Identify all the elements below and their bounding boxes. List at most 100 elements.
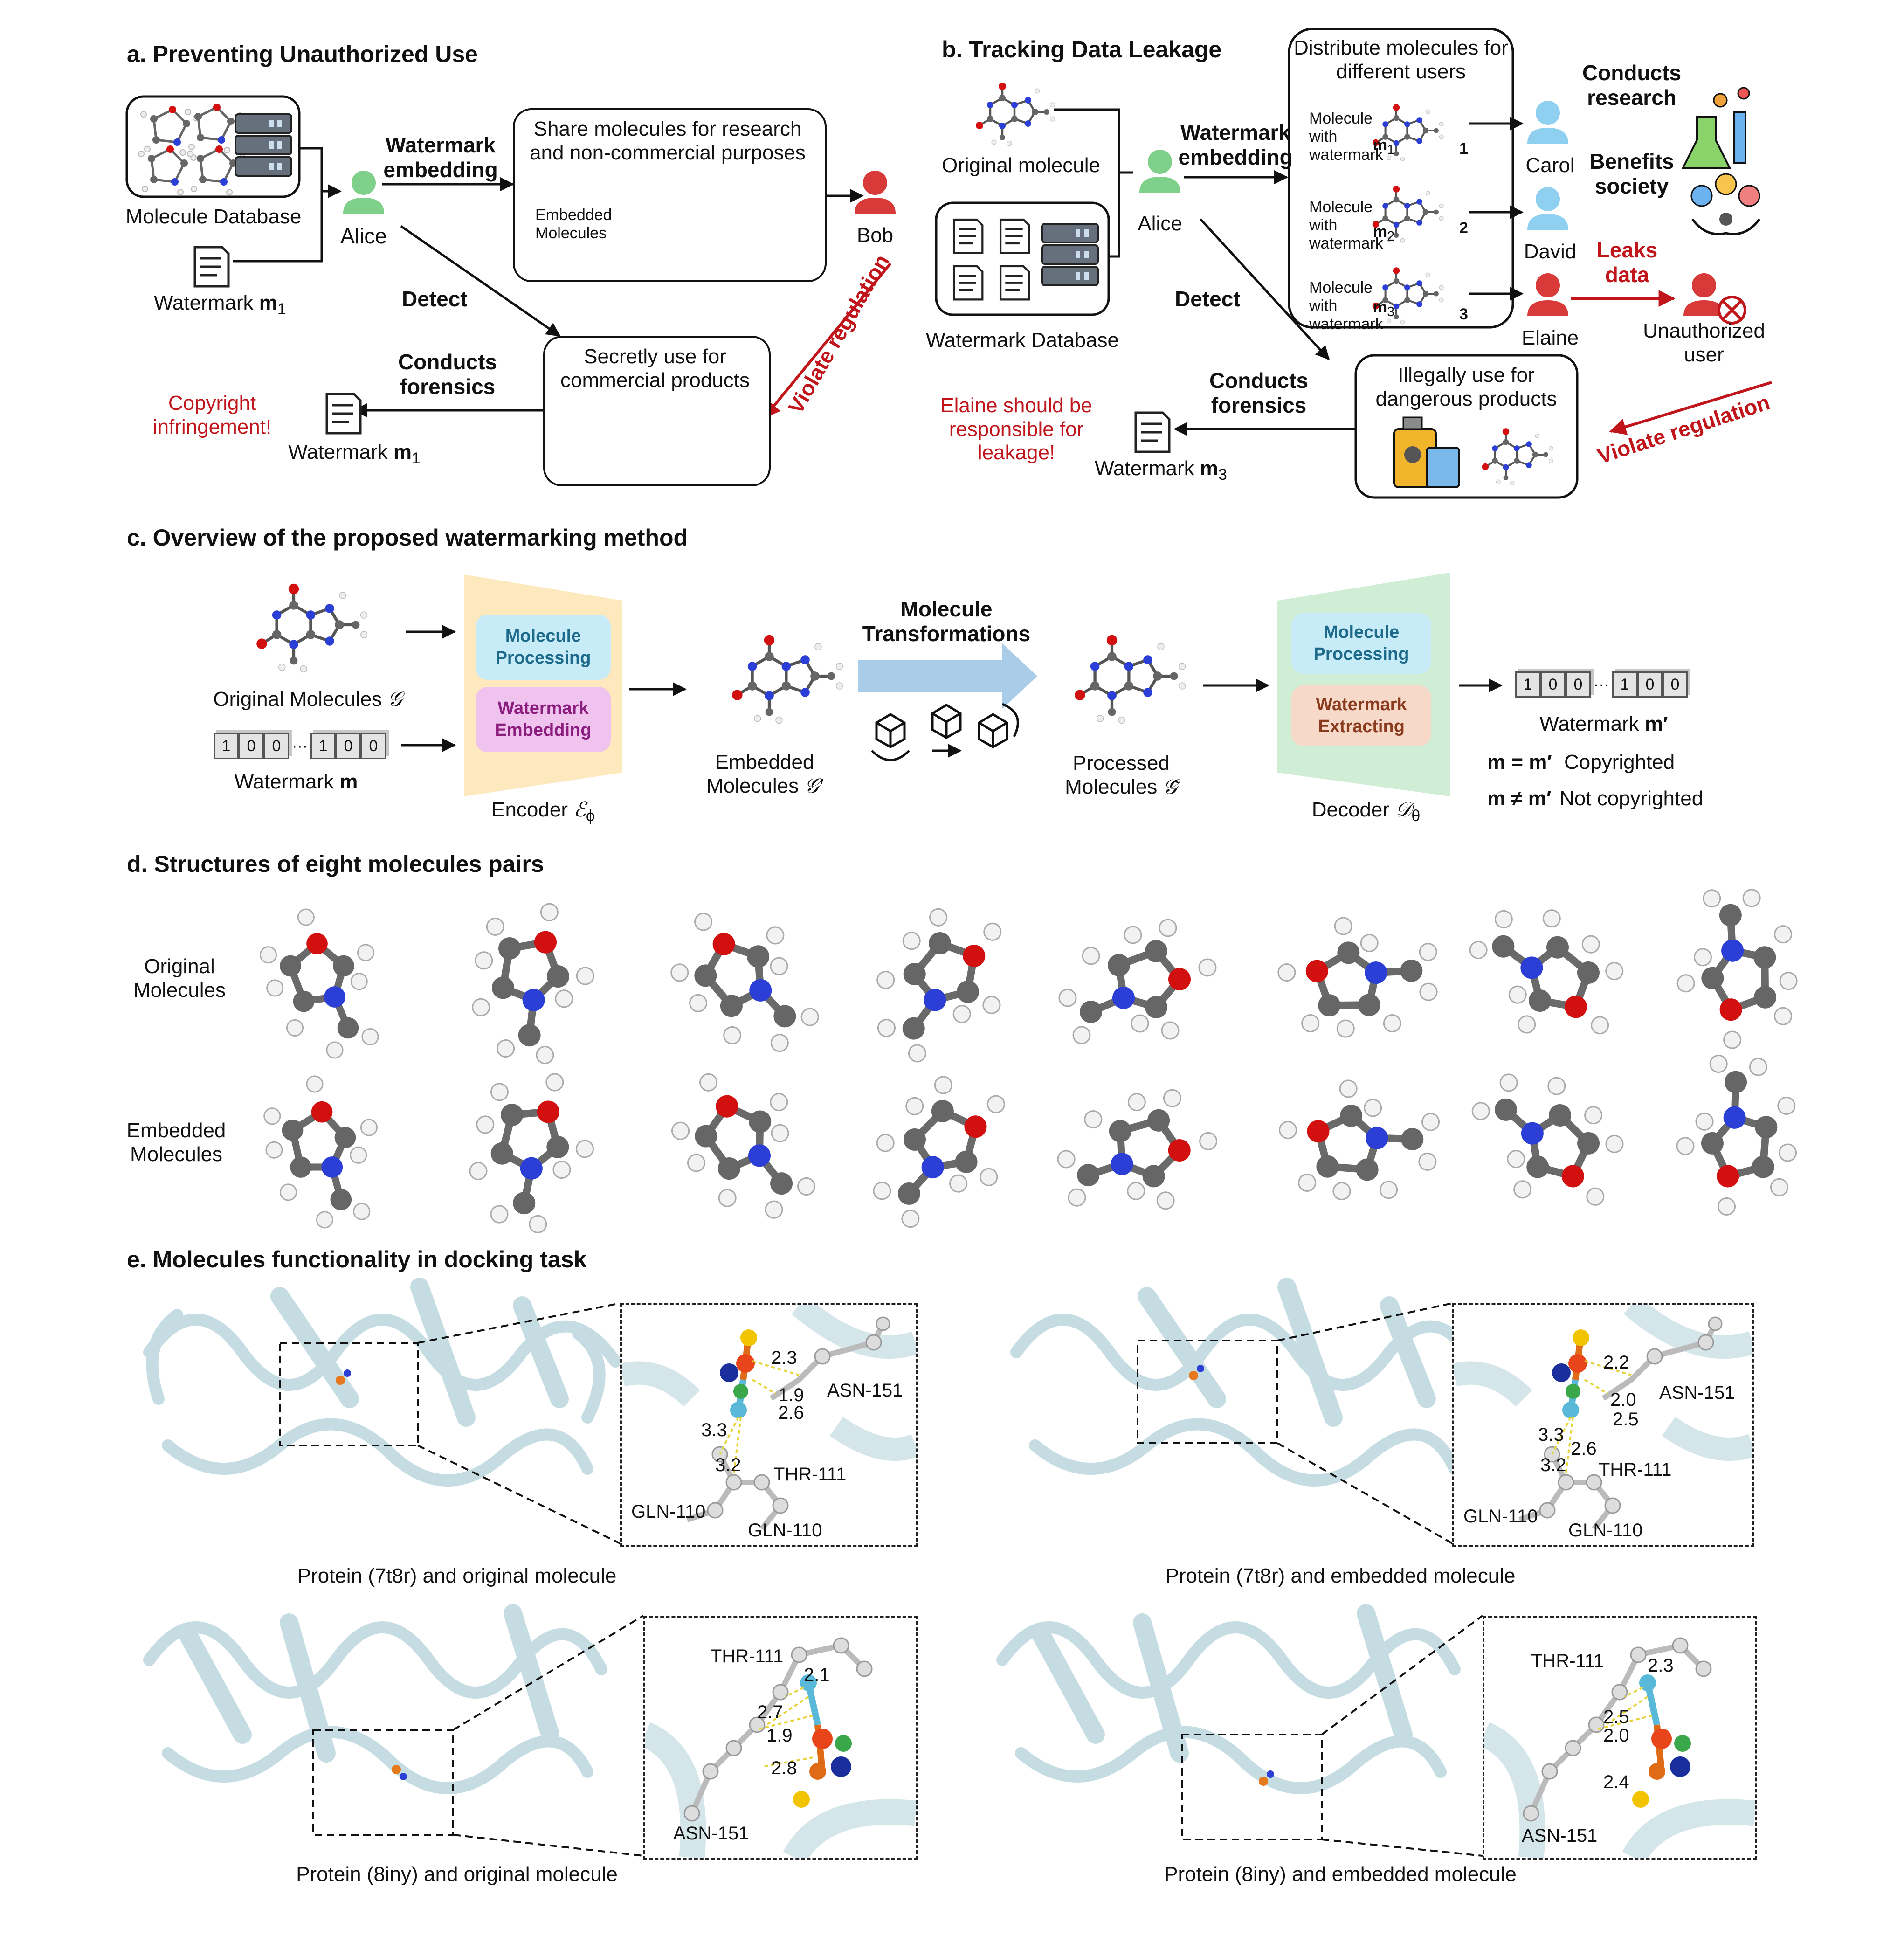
protein-8iny-embedded bbox=[996, 1604, 1461, 1794]
watermark-database-label: Watermark Database bbox=[925, 329, 1119, 352]
mol-wm-2: Molecule with watermark bbox=[1309, 198, 1383, 253]
panel-b-title: b. Tracking Data Leakage bbox=[942, 36, 1222, 62]
share-text: Share molecules for research and non-com… bbox=[530, 118, 806, 164]
illegal-use-text: Illegally use for dangerous products bbox=[1375, 364, 1557, 410]
res-1-2: THR-111 bbox=[773, 1464, 847, 1485]
protein-7t8r-original bbox=[143, 1278, 621, 1487]
dist-3-1: 2.1 bbox=[804, 1665, 830, 1685]
not-equal-label: m ≠ m′ bbox=[1487, 787, 1552, 810]
dist-2-3: 2.5 bbox=[1613, 1409, 1639, 1430]
dist-3-3: 1.9 bbox=[766, 1725, 793, 1746]
mol-wm-1-m: m1 bbox=[1373, 136, 1394, 157]
detect-b-label: Detect bbox=[1175, 287, 1241, 311]
watermark-m-label: Watermark m bbox=[234, 770, 358, 793]
mol-wm-1-idx: 1 bbox=[1459, 140, 1468, 158]
protein-7t8r-embedded bbox=[1010, 1278, 1479, 1487]
benefits-society: Benefits society bbox=[1589, 149, 1674, 198]
society-icon bbox=[1690, 173, 1760, 235]
equal-label: m = m′ bbox=[1487, 751, 1552, 774]
conducts-research: Conducts research bbox=[1582, 61, 1682, 110]
mol-wm-3-idx: 3 bbox=[1459, 305, 1468, 323]
dist-3-2: 2.7 bbox=[757, 1702, 783, 1722]
inset-7t8r-original: 2.3 1.9 2.6 3.3 3.2 ASN-151 THR-111 GLN-… bbox=[620, 1303, 918, 1547]
embedded-molecules-c: Embedded Molecules 𝒢′ bbox=[706, 751, 823, 797]
res-2-2: THR-111 bbox=[1599, 1459, 1672, 1480]
leaks-data: Leaks data bbox=[1596, 238, 1658, 287]
watermark-m1-label: Watermark m1 bbox=[154, 291, 286, 318]
inset-8iny-embedded: THR-111 2.3 2.5 2.0 2.4 ASN-151 bbox=[1483, 1616, 1757, 1860]
transform-icons bbox=[871, 703, 1019, 761]
detect-label: Detect bbox=[402, 287, 468, 311]
watermark-m-prime: Watermark m′ bbox=[1539, 712, 1668, 735]
caption-8iny-embedded: Protein (8iny) and embedded molecule bbox=[1164, 1863, 1517, 1886]
res-1-3: GLN-110 bbox=[631, 1501, 706, 1522]
mol-wm-1: Molecule with watermark bbox=[1309, 110, 1383, 164]
dist-4-4: 2.4 bbox=[1603, 1772, 1629, 1792]
original-molecule-label: Original molecule bbox=[942, 154, 1100, 177]
caption-7t8r-embedded: Protein (7t8r) and embedded molecule bbox=[1165, 1564, 1516, 1587]
david-label: David bbox=[1524, 240, 1577, 263]
mol-wm-3-m: m3 bbox=[1373, 298, 1394, 319]
dist-1-5: 3.2 bbox=[715, 1455, 741, 1475]
carol-label: Carol bbox=[1525, 154, 1575, 177]
copyrighted-label: Copyrighted bbox=[1564, 751, 1675, 774]
res-4-1: THR-111 bbox=[1531, 1651, 1604, 1671]
dist-4-1: 2.3 bbox=[1648, 1655, 1674, 1676]
res-3-1: THR-111 bbox=[711, 1646, 784, 1666]
inset-7t8r-embedded: 2.2 2.0 2.5 3.3 2.6 3.2 ASN-151 THR-111 … bbox=[1452, 1303, 1754, 1547]
caption-8iny-original: Protein (8iny) and original molecule bbox=[296, 1863, 618, 1886]
dist-4-2: 2.5 bbox=[1603, 1707, 1629, 1727]
lab-icon bbox=[1681, 87, 1750, 169]
molecule-processing-enc: Molecule Processing bbox=[476, 615, 611, 680]
res-2-4: GLN-110 bbox=[1568, 1520, 1643, 1541]
molecule-transformations: Molecule Transformations bbox=[862, 597, 1031, 646]
watermark-extracting-box: Watermark Extracting bbox=[1291, 685, 1431, 746]
panel-c-title: c. Overview of the proposed watermarking… bbox=[127, 525, 688, 551]
dist-1-4: 3.3 bbox=[701, 1420, 727, 1440]
watermark-m1-bottom: Watermark m1 bbox=[288, 441, 421, 467]
res-1-4: GLN-110 bbox=[748, 1520, 822, 1541]
watermark-embedding-b: Watermark embedding bbox=[1178, 120, 1293, 169]
dist-1-3: 2.6 bbox=[778, 1403, 804, 1423]
dist-2-4: 3.3 bbox=[1538, 1424, 1564, 1445]
distribute-text: Distribute molecules for different users bbox=[1294, 36, 1508, 83]
molecule-database-label: Molecule Database bbox=[125, 205, 302, 228]
processed-molecules: Processed Molecules 𝒢̃ bbox=[1065, 752, 1178, 798]
panel-e-title: e. Molecules functionality in docking ta… bbox=[127, 1246, 587, 1272]
molecule-processing-dec: Molecule Processing bbox=[1291, 613, 1431, 674]
share-box bbox=[513, 108, 827, 282]
dist-1-1: 2.3 bbox=[771, 1348, 797, 1368]
molecules-row-embedded bbox=[250, 1040, 1833, 1247]
inset-8iny-original: THR-111 2.1 2.7 1.9 2.8 ASN-151 bbox=[643, 1616, 918, 1860]
original-molecules-label: Original Molecules 𝒢 bbox=[213, 688, 402, 711]
dist-4-3: 2.0 bbox=[1603, 1725, 1629, 1746]
elaine-responsible: Elaine should be responsible for leakage… bbox=[940, 394, 1092, 464]
protein-8iny-original bbox=[143, 1604, 607, 1794]
res-3-2: ASN-151 bbox=[673, 1823, 749, 1844]
hazard-icon bbox=[1393, 416, 1460, 488]
res-2-1: ASN-151 bbox=[1659, 1383, 1735, 1403]
bob-label: Bob bbox=[856, 224, 894, 247]
panel-d-title: d. Structures of eight molecules pairs bbox=[127, 851, 544, 877]
res-1-1: ASN-151 bbox=[827, 1380, 903, 1401]
not-copyrighted-label: Not copyrighted bbox=[1559, 787, 1704, 810]
violate-regulation-b: Violate regulation bbox=[1594, 389, 1773, 469]
embedded-molecules-label: Embedded Molecules bbox=[535, 206, 612, 242]
unauthorized-user: Unauthorized user bbox=[1643, 319, 1765, 366]
dist-2-5: 2.6 bbox=[1571, 1438, 1597, 1459]
dist-1-2: 1.9 bbox=[778, 1385, 804, 1405]
copyright-infringement: Copyright infringement! bbox=[152, 392, 272, 438]
res-4-2: ASN-151 bbox=[1522, 1825, 1598, 1846]
mol-wm-2-idx: 2 bbox=[1459, 219, 1468, 237]
watermark-embedding-box: Watermark Embedding bbox=[476, 687, 611, 752]
alice-b-label: Alice bbox=[1138, 212, 1182, 235]
alice-label: Alice bbox=[340, 224, 387, 248]
dist-2-2: 2.0 bbox=[1610, 1390, 1636, 1410]
secret-box bbox=[543, 336, 771, 486]
encoder-label: Encoder ℰϕ bbox=[491, 798, 595, 825]
molecules-row-original bbox=[260, 873, 1828, 1079]
mol-wm-2-m: m2 bbox=[1373, 223, 1394, 244]
